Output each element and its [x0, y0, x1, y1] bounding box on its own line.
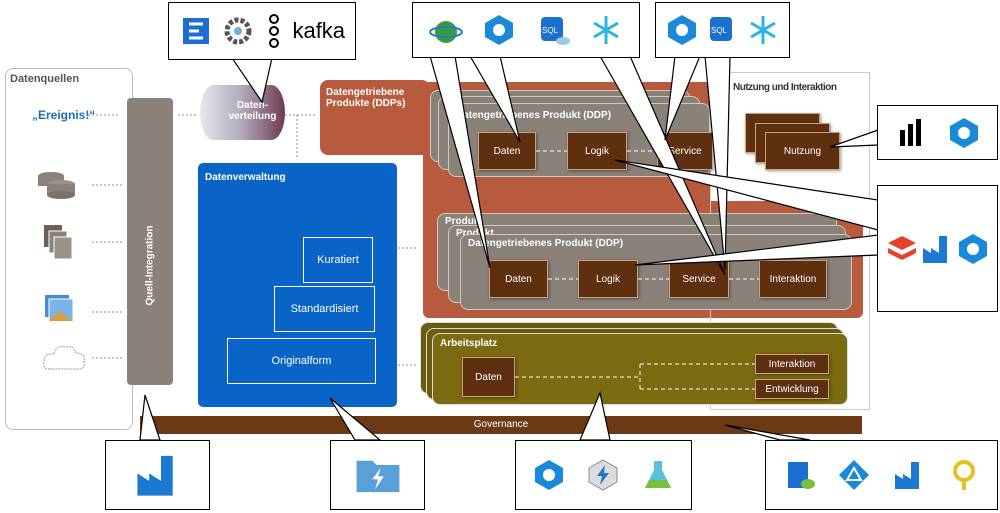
ddp-bottom-service[interactable]: Service	[669, 260, 729, 298]
sql-text: SQL	[542, 26, 559, 35]
data-factory-icon	[894, 462, 919, 489]
synapse-icon	[535, 460, 564, 490]
cloud-icon	[43, 346, 85, 370]
data-factory-icon	[923, 235, 948, 263]
power-bi-icon	[899, 118, 921, 146]
governance-bar: Governance	[140, 416, 862, 434]
ddp-bottom-header: Datengetriebenes Produkt (DDP)	[468, 238, 624, 249]
workspace-interaction[interactable]: Interaktion	[755, 354, 829, 374]
callout-governance-tech	[765, 440, 998, 510]
product-label: Produkt	[456, 228, 494, 239]
management-title: Datenverwaltung	[205, 172, 286, 183]
sql-text: SQL	[711, 26, 728, 35]
callout-workspace-tech	[515, 440, 692, 510]
machine-learning-icon	[644, 461, 671, 488]
ddp-bottom-interaction[interactable]: Interaktion	[759, 260, 827, 298]
usage-title: Nutzung und Interaktion	[733, 82, 837, 93]
workspace-development[interactable]: Entwicklung	[755, 379, 829, 399]
layer-standardized[interactable]: Standardisiert	[274, 286, 375, 332]
distribution-cylinder	[200, 85, 285, 140]
callout-integration-tech	[105, 440, 210, 510]
stream-analytics-icon	[588, 459, 618, 491]
sql-database-icon: SQL	[710, 17, 733, 41]
workspace-data[interactable]: Daten	[462, 357, 515, 397]
callout-service-tech: SQL	[655, 2, 790, 58]
gear-icon	[224, 17, 252, 45]
active-directory-icon	[839, 460, 870, 490]
workspace-title: Arbeitsplatz	[440, 338, 498, 349]
snowflake-icon	[750, 16, 776, 44]
governance-label: Governance	[473, 419, 529, 430]
callout-usage-tech	[877, 105, 998, 160]
ddp-bottom-data[interactable]: Daten	[489, 260, 548, 298]
callout-logic-tech	[877, 185, 998, 312]
synapse-icon	[485, 15, 514, 45]
documents-icon	[44, 225, 73, 260]
management-panel	[198, 163, 397, 407]
product-label: Produkt	[445, 216, 483, 227]
data-lake-folder-icon	[356, 460, 399, 493]
sql-database-icon: SQL	[540, 17, 570, 45]
layer-curated[interactable]: Kuratiert	[303, 237, 373, 283]
ddp-top-data[interactable]: Daten	[478, 132, 536, 170]
ddp-top-header: Datengetriebenes Produkt (DDP)	[456, 110, 612, 121]
integration-bar	[127, 98, 173, 385]
cosmos-db-icon	[428, 21, 463, 43]
ddp-top-logic[interactable]: Logik	[567, 132, 627, 170]
synapse-icon	[668, 15, 697, 45]
image-icon	[45, 295, 74, 322]
synapse-icon	[959, 233, 988, 264]
layer-raw[interactable]: Originalform	[227, 338, 376, 384]
kafka-icon	[268, 14, 279, 48]
ddp-region	[320, 80, 430, 155]
sources-title: Datenquellen	[10, 73, 80, 85]
callout-storage-tech	[330, 440, 425, 510]
key-vault-icon	[952, 460, 975, 490]
data-factory-icon	[136, 455, 173, 496]
synapse-icon	[950, 117, 979, 148]
databricks-icon	[887, 235, 916, 260]
callout-ddp-tech: SQL	[412, 2, 640, 58]
elastic-icon	[182, 18, 209, 44]
event-label: „Ereignis!“	[32, 108, 96, 122]
kafka-logo-text: kafka	[292, 18, 346, 43]
purview-catalog-icon	[788, 462, 816, 489]
usage-box[interactable]: Nutzung	[765, 132, 840, 170]
ddp-title: Datengetriebene Produkte (DDPs)	[326, 87, 406, 109]
distribution-label: Daten- verteilung	[228, 100, 277, 122]
snowflake-icon	[593, 16, 620, 44]
database-icon	[38, 172, 75, 199]
ddp-bottom-logic[interactable]: Logik	[578, 260, 638, 298]
callout-ingestion: kafka	[168, 2, 356, 60]
